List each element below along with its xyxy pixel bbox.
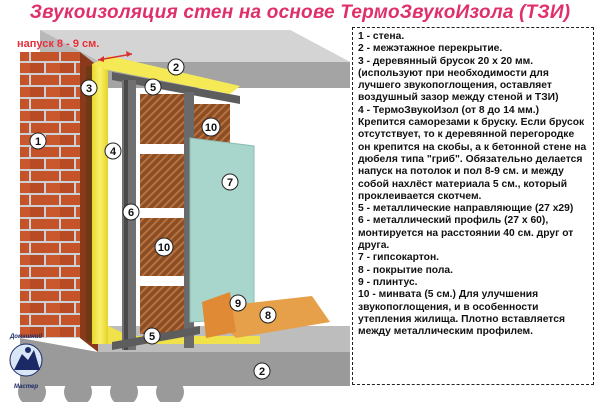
svg-text:6: 6	[128, 207, 134, 219]
diagram-title: Звукоизоляция стен на основе ТермоЗвукоИ…	[29, 2, 571, 23]
marker-2-ceiling: 2	[167, 58, 185, 76]
marker-1: 1	[29, 132, 47, 150]
marker-3: 3	[80, 79, 98, 97]
svg-text:Домашний: Домашний	[9, 333, 42, 340]
wall-soundproofing-diagram: напуск 8 - 9 см. 1 2 2 3 4 5 5 6 7 8	[17, 30, 350, 402]
overlap-label: напуск 8 - 9 см.	[17, 38, 99, 50]
svg-text:9: 9	[235, 298, 241, 310]
legend-item-7: 7 - гипсокартон.	[358, 252, 440, 264]
legend-item-3: 3 - деревянный брусок 20 х 20 мм. (испол…	[358, 55, 559, 104]
legend-item-10: 10 - минвата (5 см.) Для улучшения звуко…	[358, 289, 565, 338]
svg-text:Мастер: Мастер	[14, 384, 38, 390]
marker-4: 4	[104, 142, 122, 160]
baseboard	[202, 292, 236, 338]
top-metal-guide	[112, 72, 240, 104]
svg-text:5: 5	[149, 331, 155, 343]
wooden-batten	[86, 66, 92, 342]
legend-item-1: 1 - стена.	[358, 31, 405, 42]
marker-6: 6	[122, 203, 140, 221]
legend-item-2: 2 - межэтажное перекрытие.	[358, 43, 503, 55]
svg-text:7: 7	[227, 177, 233, 189]
legend-item-6: 6 - металлический профиль (27 х 60), мон…	[358, 215, 574, 252]
legend-item-8: 8 - покрытие пола.	[358, 264, 453, 276]
marker-9: 9	[229, 294, 247, 312]
marker-5-bottom: 5	[143, 327, 161, 345]
svg-text:8: 8	[265, 310, 271, 322]
svg-text:4: 4	[110, 146, 117, 158]
legend-box: 1 - стена. 2 - межэтажное перекрытие. 3 …	[352, 27, 594, 385]
svg-text:10: 10	[158, 242, 170, 254]
marker-5-top: 5	[144, 78, 162, 96]
svg-text:5: 5	[150, 82, 156, 94]
overlap-dimension: напуск 8 - 9 см.	[17, 38, 133, 62]
marker-7: 7	[221, 173, 239, 191]
svg-text:10: 10	[205, 122, 217, 134]
site-logo: Домашний Мастер	[9, 333, 43, 390]
svg-text:2: 2	[259, 366, 265, 378]
legend-item-5: 5 - металлические направляющие (27 х29)	[358, 203, 574, 215]
drywall	[189, 137, 255, 323]
legend-item-9: 9 - плинтус.	[358, 276, 418, 288]
marker-8: 8	[259, 306, 277, 324]
svg-text:1: 1	[35, 136, 41, 148]
marker-2-floor: 2	[253, 362, 271, 380]
marker-10-middle: 10	[154, 237, 174, 257]
marker-10-top: 10	[201, 117, 221, 137]
svg-text:3: 3	[86, 83, 92, 95]
svg-text:2: 2	[173, 62, 179, 74]
legend-item-4: 4 - ТермоЗвукоИзол (от 8 до 14 мм.) Креп…	[358, 104, 587, 202]
